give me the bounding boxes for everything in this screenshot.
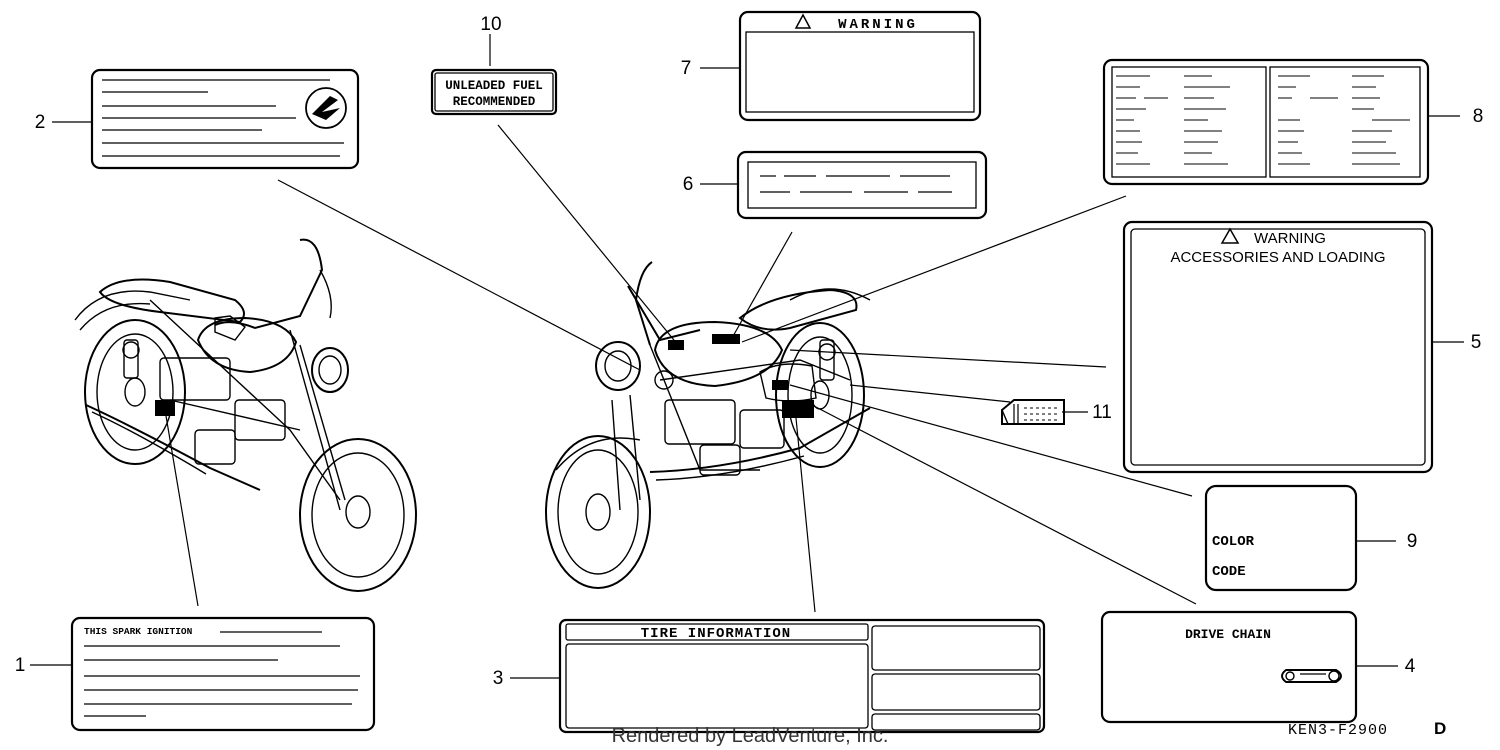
- code-text: CODE: [1212, 564, 1246, 580]
- callout-numbers: 1 2 3 4 5 6 7 8 9 10 11: [15, 14, 1484, 689]
- warning-text-7: WARNING: [838, 17, 918, 33]
- fuel-label-location: [668, 340, 684, 350]
- label-9-color-code: COLOR CODE: [1204, 484, 1358, 592]
- warning-triangle-icon: [1220, 227, 1240, 244]
- fuel-line1-text: UNLEADED FUEL: [445, 79, 543, 93]
- spark-ignition-text: THIS SPARK IGNITION: [84, 626, 193, 637]
- label-3-tire-information: TIRE INFORMATION: [558, 618, 1046, 734]
- label-1-spark-ignition: THIS SPARK IGNITION: [70, 616, 376, 732]
- drive-chain-text: DRIVE CHAIN: [1185, 627, 1271, 642]
- wing-logo-icon: [305, 87, 347, 129]
- label-8-info-table: [1102, 58, 1430, 186]
- color-text: COLOR: [1212, 534, 1255, 550]
- tire-label-location: [782, 400, 814, 418]
- callout-10: 10: [480, 14, 501, 35]
- callout-6: 6: [683, 174, 694, 195]
- tire-info-text: TIRE INFORMATION: [641, 626, 791, 642]
- callout-5: 5: [1471, 332, 1482, 353]
- label-5-accessories-warning: WARNING ACCESSORIES AND LOADING: [1122, 220, 1434, 474]
- part-code: KEN3-F2900: [1288, 722, 1388, 739]
- callout-2: 2: [35, 112, 46, 133]
- spark-label-location-left: [155, 400, 175, 416]
- callout-3: 3: [493, 668, 504, 689]
- callout-9: 9: [1407, 531, 1418, 552]
- label-7-warning: WARNING: [738, 10, 982, 122]
- fuel-line2-text: RECOMMENDED: [453, 95, 536, 109]
- callout-8: 8: [1473, 106, 1484, 127]
- motorcycle-rear-view-left: [74, 238, 417, 592]
- callout-7: 7: [681, 58, 692, 79]
- watermark: Rendered by LeadVenture, Inc.: [612, 725, 889, 747]
- sidecover-label-location: [772, 380, 788, 390]
- callout-11: 11: [1092, 402, 1112, 423]
- label-4-drive-chain: DRIVE CHAIN: [1100, 610, 1358, 724]
- revision-letter: D: [1434, 719, 1446, 738]
- label-11-small-tag: [1001, 399, 1065, 425]
- accessories-loading-text: ACCESSORIES AND LOADING: [1170, 249, 1385, 266]
- leader-lines: [30, 34, 1464, 679]
- warning-triangle-icon: [794, 13, 812, 29]
- label-10-unleaded-fuel: UNLEADED FUEL RECOMMENDED: [430, 68, 558, 116]
- label-6-tank-label: [736, 150, 988, 220]
- tank-label-location: [712, 334, 740, 344]
- callout-4: 4: [1405, 656, 1416, 677]
- accessories-warning-text: WARNING: [1254, 230, 1326, 247]
- callout-1: 1: [15, 655, 26, 676]
- chain-link-icon: [1281, 669, 1342, 683]
- label-2-brand: [90, 68, 360, 170]
- motorcycle-front-view-right: [545, 261, 871, 589]
